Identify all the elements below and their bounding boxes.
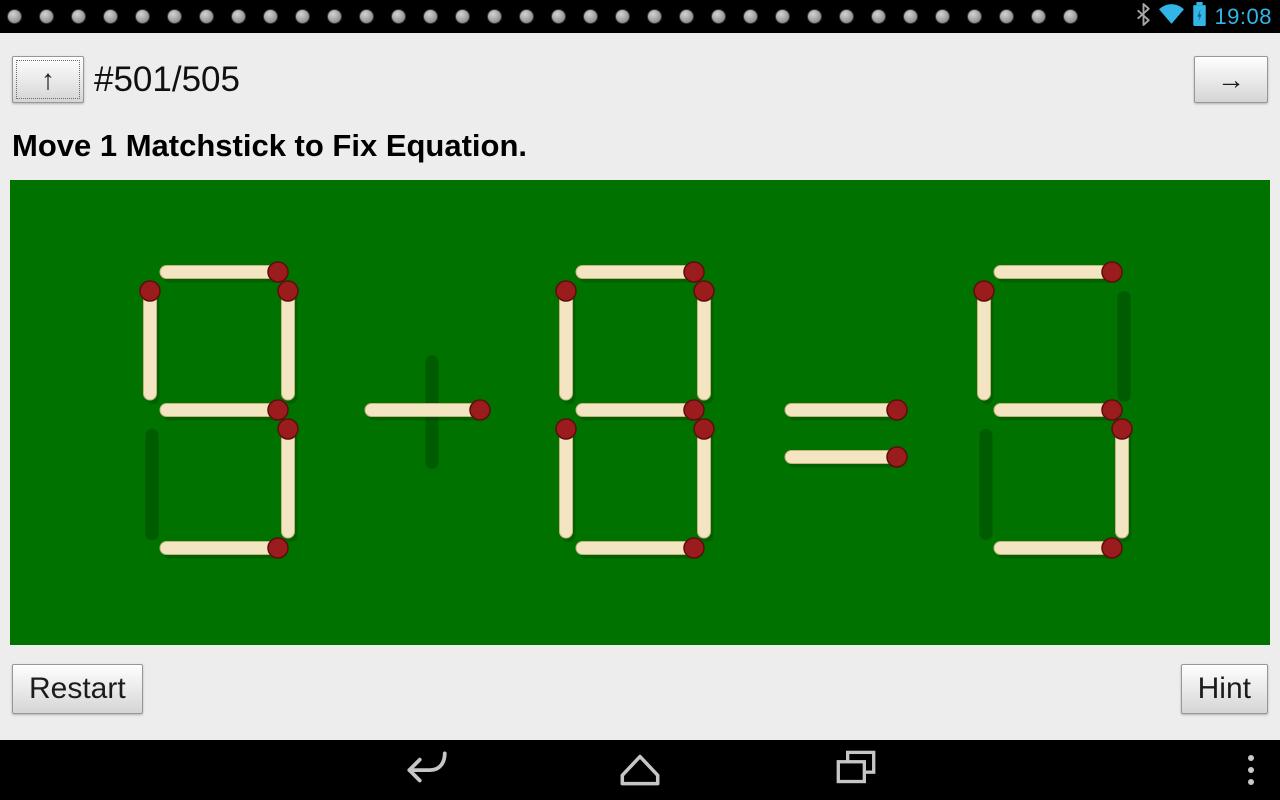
matchstick-mid[interactable] (159, 399, 289, 421)
matchstick-top[interactable] (575, 261, 705, 283)
equals-top-matchstick[interactable] (784, 399, 908, 421)
up-button[interactable]: ↑ (12, 56, 84, 103)
battery-icon (1192, 1, 1207, 32)
hint-button-label: Hint (1197, 672, 1251, 705)
minus-sign-matchstick[interactable] (364, 399, 491, 421)
matchstick-br[interactable] (1111, 418, 1133, 542)
status-bar-dots (7, 0, 1078, 33)
matchstick-tr[interactable] (693, 280, 715, 404)
up-arrow-icon: ↑ (41, 63, 55, 95)
matchstick-bot[interactable] (575, 537, 705, 559)
equals-bottom-matchstick[interactable] (784, 446, 908, 468)
matchstick-br[interactable] (277, 418, 299, 542)
back-icon (401, 747, 451, 794)
navigation-bar (0, 740, 1280, 800)
digit-5[interactable] (973, 261, 1133, 559)
digit-8[interactable] (555, 261, 715, 559)
matchstick-br[interactable] (693, 418, 715, 542)
home-button[interactable] (612, 748, 668, 792)
recents-icon (831, 747, 881, 794)
status-bar-right: 19:08 (1130, 0, 1272, 33)
matchstick-bot[interactable] (159, 537, 289, 559)
matchstick-bot[interactable] (993, 537, 1123, 559)
instruction-text: Move 1 Matchstick to Fix Equation. (12, 128, 528, 163)
back-button[interactable] (398, 748, 454, 792)
status-time: 19:08 (1214, 3, 1272, 29)
board-svg (10, 180, 1270, 645)
restart-button[interactable]: Restart (12, 664, 143, 714)
recents-button[interactable] (828, 748, 884, 792)
digit-9[interactable] (139, 261, 299, 559)
matchstick-top[interactable] (159, 261, 289, 283)
matchstick-tl[interactable] (555, 280, 577, 404)
menu-button[interactable] (1236, 748, 1266, 792)
home-icon (615, 747, 665, 794)
hint-button[interactable]: Hint (1180, 664, 1268, 714)
matchstick-mid[interactable] (993, 399, 1123, 421)
matchstick-top[interactable] (993, 261, 1123, 283)
bluetooth-icon (1136, 2, 1151, 31)
wifi-icon (1158, 3, 1185, 30)
matchstick-tr[interactable] (277, 280, 299, 404)
game-board[interactable] (10, 180, 1270, 645)
page-title: #501/505 (94, 60, 240, 99)
matchstick-bl[interactable] (555, 418, 577, 542)
menu-icon (1248, 755, 1254, 761)
matchstick-tl[interactable] (139, 280, 161, 404)
next-button[interactable]: → (1194, 56, 1268, 103)
matchstick-tl[interactable] (973, 280, 995, 404)
status-bar: 19:08 (0, 0, 1280, 33)
right-arrow-icon: → (1217, 63, 1245, 95)
matchstick-mid[interactable] (575, 399, 705, 421)
restart-button-label: Restart (29, 672, 126, 705)
